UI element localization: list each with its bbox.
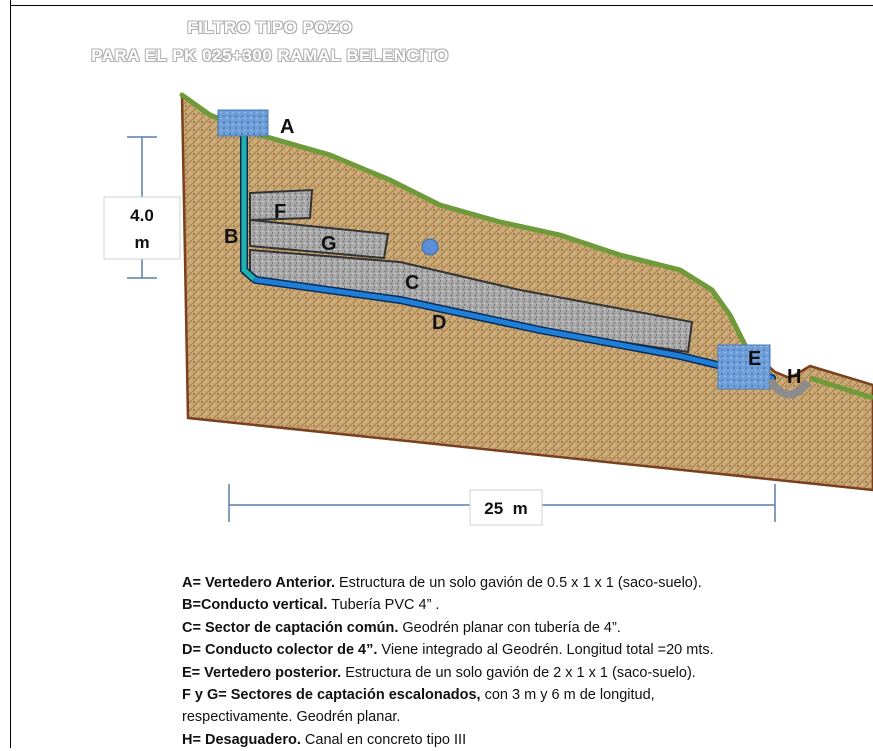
frame-top-border <box>10 5 873 6</box>
length-value: 25 m <box>484 499 527 518</box>
label-g: G <box>321 233 337 255</box>
label-d: D <box>432 312 446 334</box>
drain-channel-h <box>766 377 812 399</box>
legend-item-e: E= Vertedero posterior. Estructura de un… <box>182 664 696 681</box>
front-weir-a <box>217 109 269 137</box>
legend-item-d: D= Conducto colector de 4”. Viene integr… <box>182 642 714 659</box>
length-dimension <box>228 484 776 522</box>
length-dimension-box <box>469 489 543 526</box>
legend: A= Vertedero Anterior. Estructura de un … <box>182 572 862 751</box>
diagram-subtitle: PARA EL PK 025+300 RAMAL BELENCITO <box>91 46 449 65</box>
legend-item-fg-cont: respectivamente. Geodrén planar. <box>182 709 401 726</box>
diagram-title: FILTRO TIPO POZO <box>187 18 353 37</box>
height-dimension-box <box>103 196 181 260</box>
height-value: 4.0 <box>130 206 154 225</box>
pipe-section-circle <box>421 238 439 256</box>
height-unit: m <box>134 233 149 252</box>
legend-item-b: B=Conducto vertical. Tubería PVC 4” . <box>182 597 440 614</box>
legend-item-h: H= Desaguadero. Canal en concreto tipo I… <box>182 731 467 748</box>
height-dimension <box>127 136 157 279</box>
capture-sector-g <box>249 218 390 260</box>
legend-item-a: A= Vertedero Anterior. Estructura de un … <box>182 575 702 591</box>
legend-item-c: C= Sector de captación común. Geodrén pl… <box>182 619 621 636</box>
label-f: F <box>274 201 286 223</box>
label-c: C <box>405 272 419 294</box>
legend-item-fg: F y G= Sectores de captación escalonados… <box>182 687 655 704</box>
rear-weir-e <box>717 344 771 390</box>
label-h: H <box>787 366 801 388</box>
capture-sector-f <box>249 188 314 222</box>
frame-left-border <box>10 0 11 748</box>
label-e: E <box>748 348 761 370</box>
label-b: B <box>224 226 238 248</box>
grass-line-right <box>809 375 873 401</box>
label-a: A <box>280 116 294 138</box>
